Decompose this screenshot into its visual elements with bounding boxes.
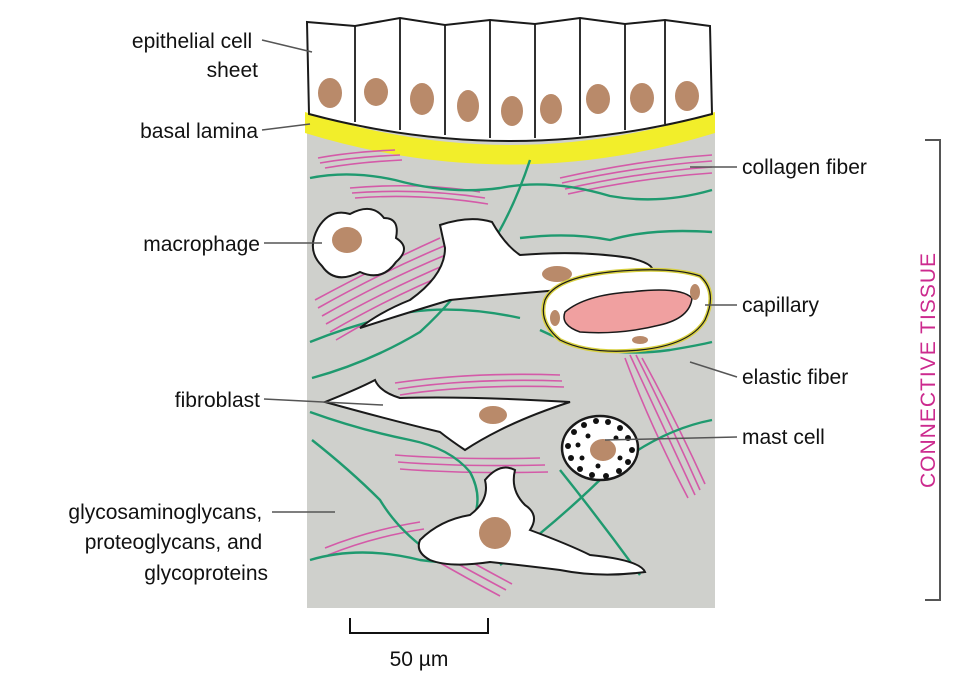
collagen-fibers <box>314 149 713 597</box>
label-connective-tissue: CONNECTIVE TISSUE <box>917 252 940 488</box>
leader-lines <box>261 39 738 513</box>
connective-tissue-bracket <box>925 139 941 601</box>
label-epithelial-line1: epithelial cell <box>132 30 252 53</box>
scale-bar <box>349 618 489 634</box>
label-macrophage: macrophage <box>143 233 260 256</box>
label-basal-lamina: basal lamina <box>140 120 258 143</box>
label-capillary: capillary <box>742 294 820 317</box>
label-epithelial-line2: sheet <box>207 59 259 82</box>
macrophage-cell <box>311 207 405 279</box>
basal-lamina <box>305 112 715 165</box>
elastic-fibers <box>309 159 713 576</box>
label-gag-line3: glycoproteins <box>144 562 268 585</box>
epithelial-cell-sheet <box>305 16 714 142</box>
label-gag-line1: glycosaminoglycans, <box>68 501 262 524</box>
label-epithelial-cell-sheet: epithelial cell sheet <box>132 30 258 82</box>
fibroblast-lower <box>417 466 647 576</box>
label-mast-cell: mast cell <box>742 426 825 449</box>
label-scale-bar: 50 µm <box>390 648 449 671</box>
label-fibroblast: fibroblast <box>175 389 260 412</box>
label-elastic-fiber: elastic fiber <box>742 366 848 389</box>
capillary-vessel <box>541 267 713 354</box>
label-collagen-fiber: collagen fiber <box>742 156 867 179</box>
label-gag-line2: proteoglycans, and <box>85 531 262 554</box>
fibroblast-middle <box>321 378 571 452</box>
mast-cell <box>560 414 640 482</box>
label-glycosaminoglycans: glycosaminoglycans, proteoglycans, and g… <box>68 501 268 585</box>
